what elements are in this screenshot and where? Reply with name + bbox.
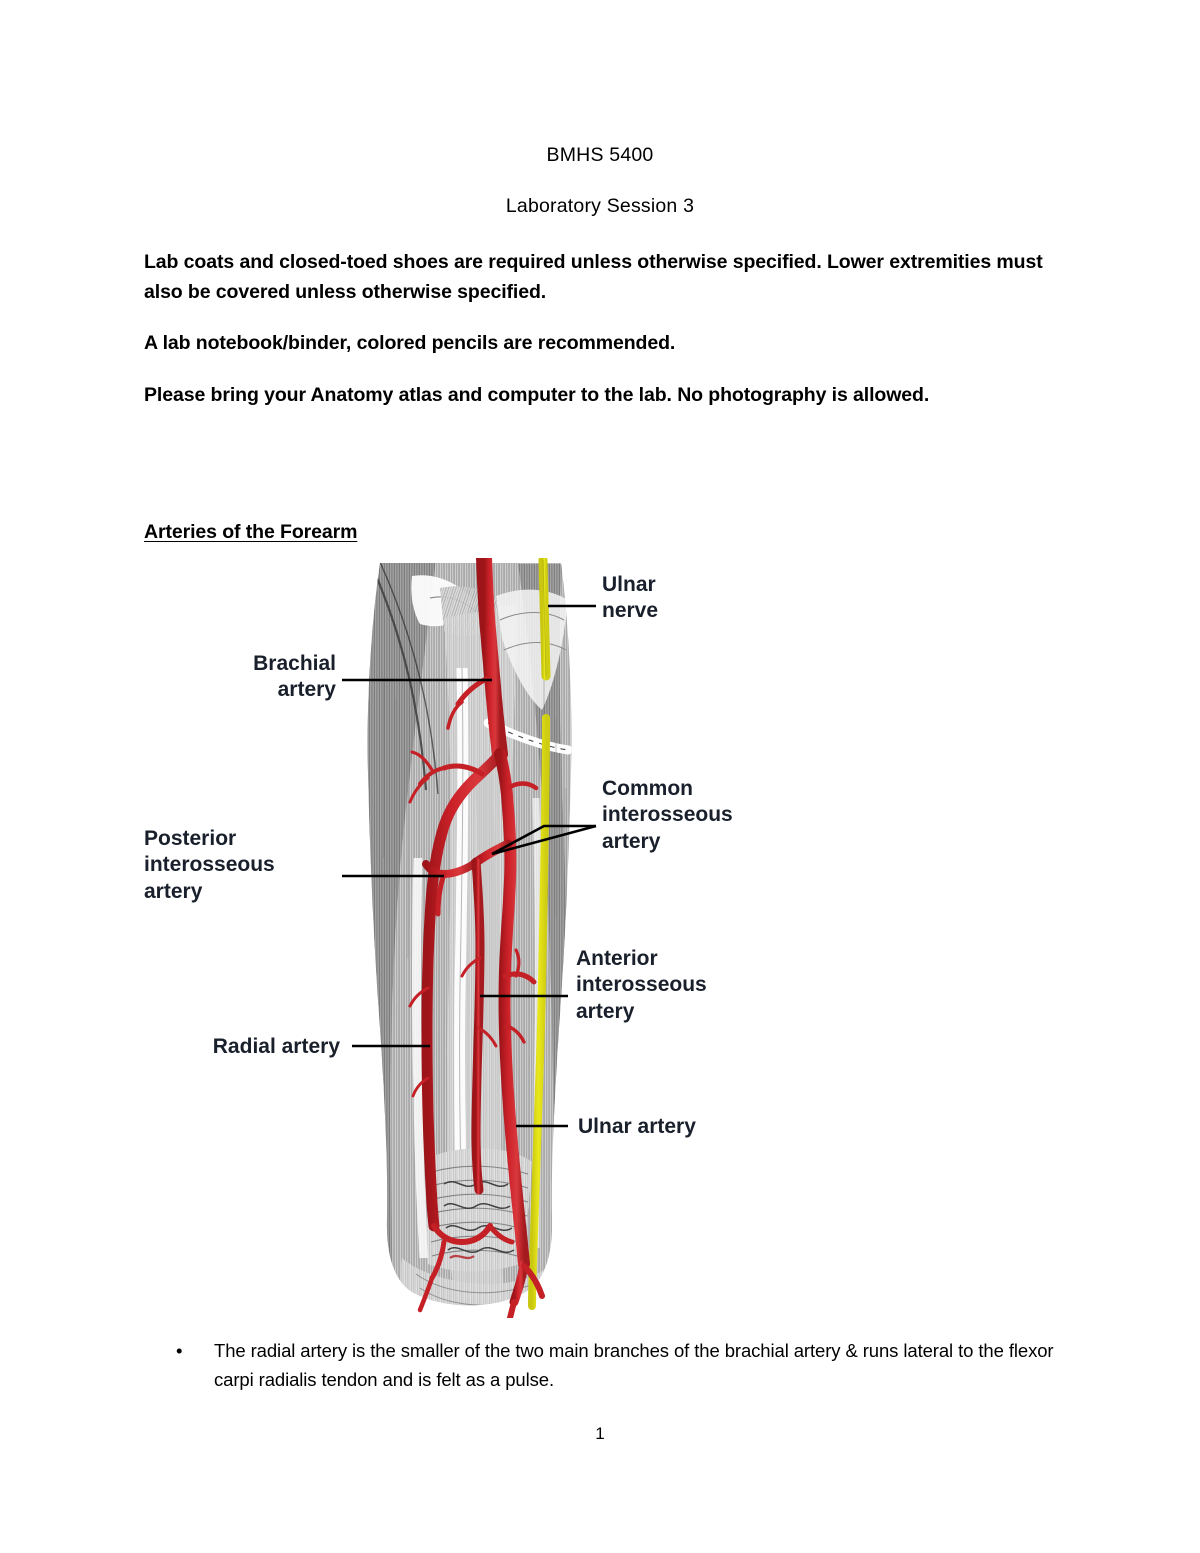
- forearm-anatomy-illustration: [342, 557, 597, 1318]
- artery-network: [408, 557, 545, 1318]
- ulnar-nerve-structure: [528, 557, 551, 1310]
- figure-label-radial-artery: Radial artery: [212, 1034, 340, 1058]
- figure-label-anterior-interosseous-artery: Anterior interosseous artery: [576, 946, 707, 1024]
- figure-label-brachial-artery: Brachial artery: [253, 651, 336, 702]
- paragraph-dress-code: Lab coats and closed-toed shoes are requ…: [144, 251, 1043, 303]
- section-heading-arteries-of-the-forearm: Arteries of the Forearm: [144, 520, 358, 543]
- page-content: BMHS 5400 Laboratory Session 3 Lab coats…: [144, 0, 1056, 1395]
- label-leader-lines: [342, 604, 597, 1127]
- bullet-text: The radial artery is the smaller of the …: [214, 1339, 1054, 1391]
- session-title: Laboratory Session 3: [505, 195, 695, 217]
- leader-common-interosseous-bend: [491, 824, 596, 855]
- figure-label-ulnar-nerve: Ulnar nerve: [602, 572, 659, 623]
- paragraph-atlas: Please bring your Anatomy atlas and comp…: [144, 383, 930, 406]
- forearm-arteries-figure: Ulnar nerve Brachial artery Common inter…: [144, 557, 1056, 1318]
- paragraph-materials: A lab notebook/binder, colored pencils a…: [144, 332, 676, 355]
- list-item: • The radial artery is the smaller of th…: [144, 1336, 1056, 1396]
- figure-label-posterior-interosseous-artery: Posterior interosseous artery: [144, 826, 275, 904]
- leader-common-interosseous: [491, 824, 597, 855]
- course-code-title: BMHS 5400: [546, 144, 654, 166]
- page-number: 1: [595, 1424, 605, 1443]
- notes-bullet-list: • The radial artery is the smaller of th…: [144, 1318, 1056, 1396]
- figure-label-common-interosseous-artery: Common interosseous artery: [602, 776, 733, 854]
- figure-label-ulnar-artery: Ulnar artery: [578, 1114, 696, 1138]
- bullet-marker: •: [176, 1339, 183, 1361]
